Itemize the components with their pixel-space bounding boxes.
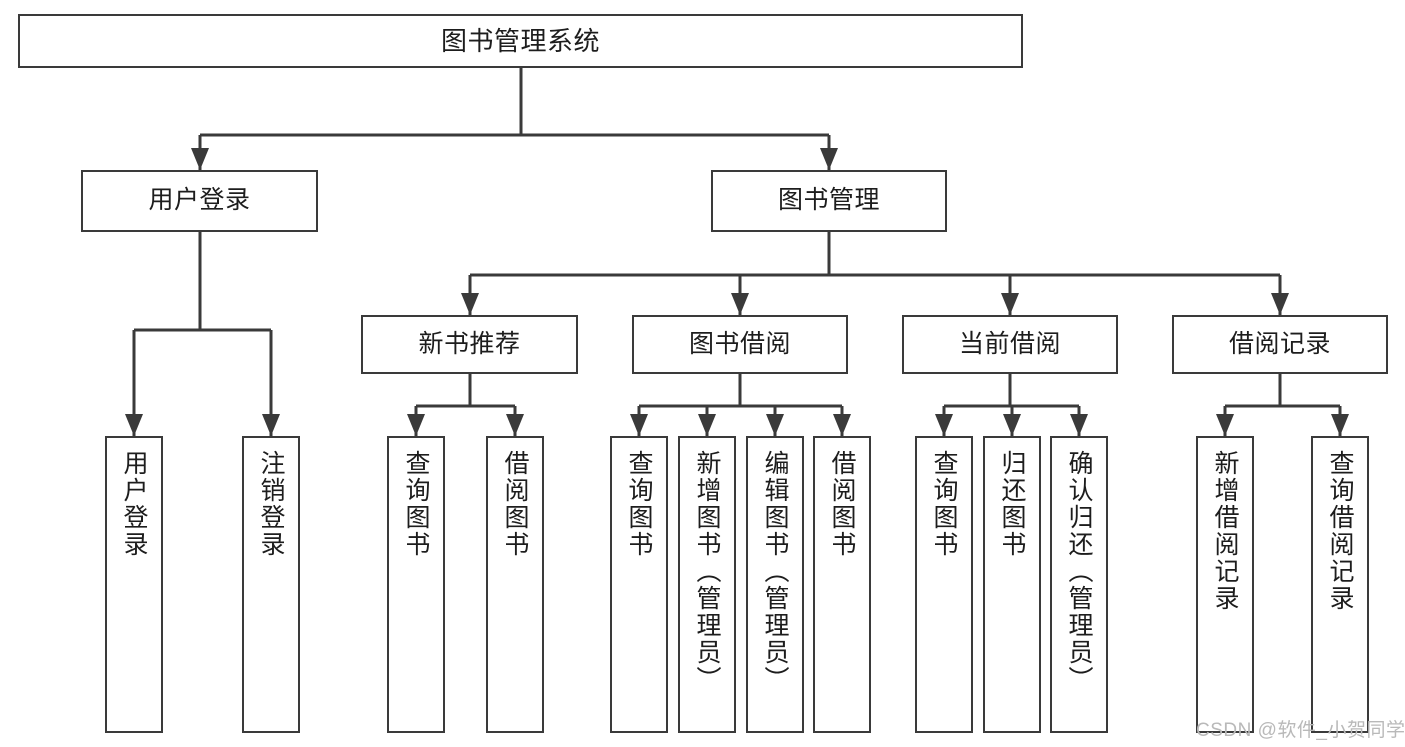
node-borrow[interactable]: 图书借阅 <box>632 315 848 374</box>
arrowhead <box>461 293 479 315</box>
arrowhead <box>1216 414 1234 436</box>
arrowhead <box>833 414 851 436</box>
node-label: 新增借阅记录 <box>1211 450 1239 612</box>
node-records[interactable]: 借阅记录 <box>1172 315 1388 374</box>
arrowhead <box>731 293 749 315</box>
arrowhead <box>935 414 953 436</box>
node-leaf-cur-1[interactable]: 查询图书 <box>915 436 973 733</box>
node-label: 编辑图书（管理员） <box>761 450 789 693</box>
watermark: CSDN @软件_小贺同学 <box>1196 720 1405 741</box>
arrowhead <box>407 414 425 436</box>
arrowhead <box>1001 293 1019 315</box>
arrowhead <box>506 414 524 436</box>
node-login[interactable]: 用户登录 <box>81 170 318 232</box>
node-leaf-login-2[interactable]: 注销登录 <box>242 436 300 733</box>
arrowhead <box>630 414 648 436</box>
node-leaf-rec-2[interactable]: 查询借阅记录 <box>1311 436 1369 733</box>
node-label: 当前借阅 <box>958 329 1061 358</box>
node-label: 借阅图书 <box>828 450 856 558</box>
arrowhead <box>191 148 209 170</box>
node-label: 图书管理系统 <box>440 25 600 56</box>
node-leaf-bor-1[interactable]: 查询图书 <box>610 436 668 733</box>
node-label: 新书推荐 <box>418 329 521 358</box>
arrowhead <box>820 148 838 170</box>
arrowhead <box>125 414 143 436</box>
arrowhead <box>262 414 280 436</box>
arrowhead <box>698 414 716 436</box>
node-leaf-new-2[interactable]: 借阅图书 <box>486 436 544 733</box>
arrowhead <box>1271 293 1289 315</box>
node-label: 确认归还（管理员） <box>1065 450 1093 693</box>
node-label: 用户登录 <box>120 450 148 558</box>
arrowhead <box>766 414 784 436</box>
node-leaf-bor-3[interactable]: 编辑图书（管理员） <box>746 436 804 733</box>
arrowhead <box>1070 414 1088 436</box>
node-label: 查询图书 <box>402 450 430 558</box>
node-label: 用户登录 <box>148 186 251 215</box>
arrowhead <box>1331 414 1349 436</box>
node-label: 查询图书 <box>930 450 958 558</box>
node-label: 借阅图书 <box>501 450 529 558</box>
node-label: 图书借阅 <box>688 329 791 358</box>
node-label: 注销登录 <box>257 450 285 558</box>
node-leaf-new-1[interactable]: 查询图书 <box>387 436 445 733</box>
node-label: 查询借阅记录 <box>1326 450 1354 612</box>
node-leaf-rec-1[interactable]: 新增借阅记录 <box>1196 436 1254 733</box>
node-label: 归还图书 <box>998 450 1026 558</box>
node-bookmgmt[interactable]: 图书管理 <box>711 170 947 232</box>
node-leaf-cur-2[interactable]: 归还图书 <box>983 436 1041 733</box>
node-label: 图书管理 <box>777 186 880 215</box>
node-label: 借阅记录 <box>1228 329 1331 358</box>
arrowhead <box>1003 414 1021 436</box>
node-current[interactable]: 当前借阅 <box>902 315 1118 374</box>
node-newbook[interactable]: 新书推荐 <box>361 315 578 374</box>
node-label: 查询图书 <box>625 450 653 558</box>
node-label: 新增图书（管理员） <box>693 450 721 693</box>
node-leaf-bor-4[interactable]: 借阅图书 <box>813 436 871 733</box>
node-leaf-bor-2[interactable]: 新增图书（管理员） <box>678 436 736 733</box>
node-leaf-cur-3[interactable]: 确认归还（管理员） <box>1050 436 1108 733</box>
node-root[interactable]: 图书管理系统 <box>18 14 1023 68</box>
node-leaf-login-1[interactable]: 用户登录 <box>105 436 163 733</box>
